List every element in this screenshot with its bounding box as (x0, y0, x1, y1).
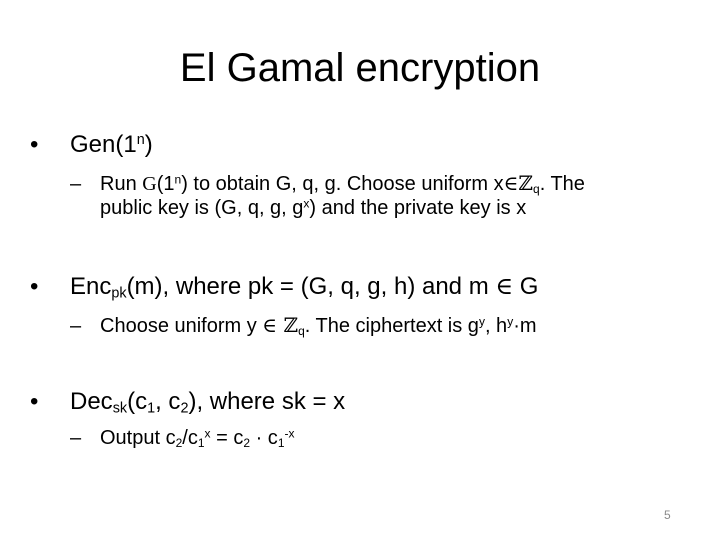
dash-icon: – (70, 173, 82, 195)
gen-sub-line-2: public key is (G, q, g, gx) and the priv… (100, 196, 527, 219)
bullet-enc: •Encpk(m), where pk = (G, q, g, h) and m… (30, 273, 539, 302)
slide-title: El Gamal encryption (179, 46, 541, 90)
dash-icon: – (70, 315, 82, 337)
bullet-gen: •Gen(1n) (30, 131, 153, 158)
bullet-icon: • (30, 273, 39, 300)
bullet-dec: •Decsk(c1, c2), where sk = x (30, 388, 346, 417)
bullet-icon: • (30, 131, 39, 158)
bullet-icon: • (30, 388, 39, 415)
enc-sub-line: –Choose uniform y ∈ ℤq. The ciphertext i… (70, 313, 537, 338)
dash-icon: – (70, 427, 82, 449)
gen-sub-line-1: –Run G(1n) to obtain G, q, g. Choose uni… (70, 171, 585, 196)
page-number: 5 (664, 508, 671, 522)
dec-sub-line: –Output c2/c1x = c2 · c1-x (70, 426, 295, 450)
